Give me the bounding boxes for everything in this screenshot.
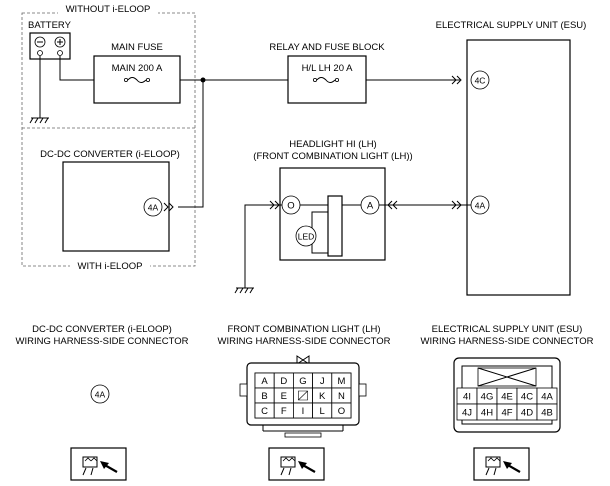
svg-text:4C: 4C (475, 76, 486, 86)
svg-text:4J: 4J (462, 408, 472, 419)
dcdc-connector-view-icon (70, 447, 127, 481)
esu-connector-pin-4j: 4J (456, 403, 478, 421)
esu-connector-pin-4c: 4C (516, 387, 538, 405)
fcl-connector-pins: A D G J M B E K N C F I L O (254, 372, 352, 419)
fcl-connector-pin-g: G (292, 372, 313, 389)
esu-connector-view-icon (473, 447, 530, 481)
dcdc-connector-subtitle: WIRING HARNESS-SIDE CONNECTOR (16, 336, 189, 347)
svg-text:4I: 4I (463, 392, 471, 403)
esu-4c-connector-symbol (451, 75, 462, 85)
main-fuse-rating: MAIN 200 A (112, 63, 163, 74)
relay-fuse-block-label: RELAY AND FUSE BLOCK (269, 42, 385, 53)
svg-text:N: N (338, 391, 345, 402)
fcl-connector-pin-m: M (331, 372, 352, 389)
svg-text:E: E (281, 391, 287, 402)
fcl-connector-pin-f: F (273, 402, 294, 419)
fcl-connector-pin-j: J (312, 372, 333, 389)
fcl-connector-view-icon (268, 447, 325, 481)
svg-text:O: O (338, 406, 345, 417)
esu-connector-pin-4i: 4I (456, 387, 478, 405)
fcl-connector-title: FRONT COMBINATION LIGHT (LH) (227, 324, 380, 335)
svg-text:4A: 4A (475, 201, 486, 211)
svg-text:I: I (302, 406, 305, 417)
led-icon (295, 225, 317, 247)
battery (29, 32, 71, 60)
esu-connector-pins: 4I 4G 4E 4C 4A 4J 4H 4F 4D 4B (456, 387, 558, 421)
relay-fuse-block-box (287, 55, 367, 104)
esu-connector-pin-4f: 4F (496, 403, 518, 421)
headlight-a-connector-symbol (387, 200, 398, 210)
esu-connector-subtitle: WIRING HARNESS-SIDE CONNECTOR (421, 336, 594, 347)
battery-to-main-fuse-wire (59, 56, 94, 81)
dcdc-label: DC-DC CONVERTER (i-ELOOP) (40, 149, 180, 160)
svg-text:4C: 4C (521, 392, 533, 403)
esu-connector-pin-4d: 4D (516, 403, 538, 421)
fcl-connector-pin-d: D (273, 372, 294, 389)
svg-text:O: O (287, 201, 294, 212)
fcl-connector-pin-e: E (273, 387, 294, 404)
dcdc-connector-symbol (163, 202, 174, 212)
led-housing (327, 195, 343, 257)
esu-connector-pin-4b: 4B (536, 403, 558, 421)
esu-connector-title: ELECTRICAL SUPPLY UNIT (ESU) (432, 324, 583, 335)
svg-text:4B: 4B (541, 408, 553, 419)
esu-connector-pin-4a: 4A (536, 387, 558, 405)
svg-text:C: C (261, 406, 268, 417)
svg-text:4A: 4A (541, 392, 553, 403)
fcl-connector-pin-k: K (312, 387, 333, 404)
svg-text:4E: 4E (501, 392, 513, 403)
battery-label: BATTERY (28, 20, 72, 31)
dcdc-output-wire (178, 80, 204, 208)
svg-text:4A: 4A (95, 390, 106, 400)
esu-label: ELECTRICAL SUPPLY UNIT (ESU) (436, 20, 587, 31)
fcl-connector-pin-c: C (254, 402, 275, 419)
fcl-connector-subtitle: WIRING HARNESS-SIDE CONNECTOR (218, 336, 391, 347)
hl-fuse-rating: H/L LH 20 A (302, 63, 354, 74)
hl-fuse-symbol (312, 77, 339, 83)
fcl-connector-pin-a: A (254, 372, 275, 389)
svg-text:4G: 4G (481, 392, 494, 403)
main-fuse-symbol (124, 77, 150, 83)
without-ieloop-label: WITHOUT i-ELOOP (66, 4, 151, 15)
headlight-o-connector-symbol (269, 200, 280, 210)
headlight-label: HEADLIGHT HI (LH) (289, 139, 376, 150)
svg-text:K: K (319, 391, 326, 402)
svg-text:G: G (299, 376, 306, 387)
svg-text:A: A (261, 376, 268, 387)
svg-text:4A: 4A (148, 203, 159, 213)
fcl-connector-pin-h (292, 387, 313, 404)
main-fuse-label: MAIN FUSE (111, 42, 163, 53)
esu-terminal-4c (470, 70, 490, 90)
esu-connector-pin-4e: 4E (496, 387, 518, 405)
svg-text:4D: 4D (521, 408, 533, 419)
esu-4a-connector-symbol (451, 200, 462, 210)
with-ieloop-label: WITH i-ELOOP (78, 261, 143, 272)
svg-text:B: B (261, 391, 267, 402)
ground-symbol-headlight (234, 287, 254, 294)
led-label: LED (298, 232, 315, 242)
fcl-connector-pin-l: L (312, 402, 333, 419)
dcdc-terminal-4a (143, 197, 163, 217)
svg-text:4H: 4H (481, 408, 493, 419)
svg-text:M: M (337, 376, 345, 387)
dcdc-connector-title: DC-DC CONVERTER (i-ELOOP) (32, 324, 172, 335)
headlight-sublabel: (FRONT COMBINATION LIGHT (LH)) (253, 151, 412, 162)
headlight-ground-wire (244, 204, 282, 288)
dcdc-connector-pin-4a (90, 384, 110, 404)
fcl-connector-pin-o: O (331, 402, 352, 419)
ground-symbol-battery (29, 117, 49, 124)
fcl-connector-pin-i: I (292, 402, 313, 419)
esu-connector-pin-4h: 4H (476, 403, 498, 421)
fcl-connector-pin-b: B (254, 387, 275, 404)
svg-text:F: F (281, 406, 287, 417)
fcl-connector-pin-n: N (331, 387, 352, 404)
svg-text:A: A (367, 201, 374, 212)
esu-connector-pin-4g: 4G (476, 387, 498, 405)
svg-text:4F: 4F (501, 408, 512, 419)
svg-text:D: D (280, 376, 287, 387)
svg-text:L: L (320, 406, 325, 417)
svg-text:J: J (320, 376, 325, 387)
